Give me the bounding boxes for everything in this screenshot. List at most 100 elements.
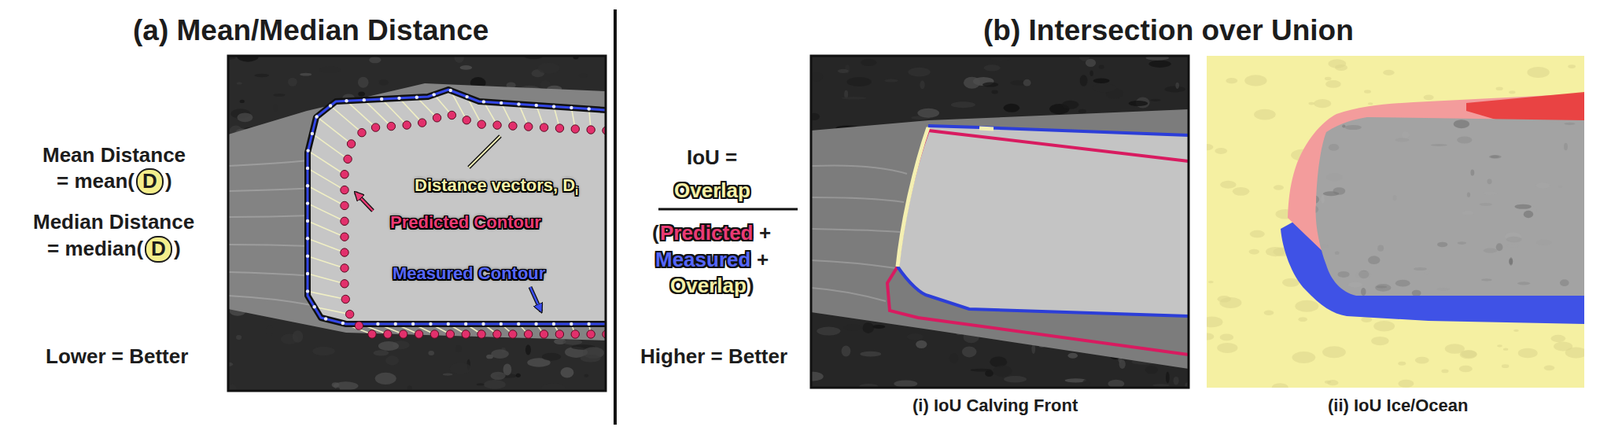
texture-spot — [1284, 145, 1301, 148]
texture-spot — [239, 99, 245, 104]
distance-vector — [307, 185, 345, 206]
leader-line — [468, 136, 501, 168]
texture-spot — [893, 379, 918, 388]
texture-spot — [1232, 187, 1250, 196]
distance-vector — [307, 256, 345, 269]
texture-spot — [1332, 319, 1342, 328]
texture-spot — [1413, 267, 1427, 271]
panel-caption: (i) IoU Calving Front — [912, 395, 1078, 416]
glacier-band — [811, 109, 1189, 369]
predicted-point — [357, 129, 366, 137]
flow-lines — [811, 165, 907, 302]
texture-spot — [1356, 78, 1367, 84]
callout-label: Predicted Contour — [390, 212, 542, 233]
texture-spot — [1395, 138, 1410, 143]
texture-spot — [1533, 207, 1538, 214]
measured-point — [552, 104, 556, 108]
distance-vector — [308, 151, 345, 175]
texture-spot — [1244, 229, 1253, 235]
measured-point — [516, 322, 520, 326]
distance-vector — [312, 133, 348, 159]
measured-point — [305, 201, 310, 205]
texture-spot — [1483, 248, 1498, 254]
predicted-point — [586, 330, 595, 339]
predicted-point — [508, 330, 517, 339]
texture-spot — [1068, 353, 1079, 359]
texture-spot — [1489, 300, 1495, 306]
texture-spot — [455, 345, 462, 353]
distance-vector — [307, 168, 345, 191]
texture-spot — [843, 324, 862, 332]
leader-arrow — [530, 287, 542, 312]
image-ground — [228, 55, 606, 391]
texture-spot — [1328, 143, 1339, 152]
texture-spot — [1344, 382, 1356, 388]
predicted-point — [383, 330, 392, 339]
measured-point — [324, 317, 328, 321]
texture-spot — [1242, 191, 1261, 197]
formula-part: + — [756, 248, 769, 273]
predicted-point — [340, 185, 349, 194]
texture-spot — [1315, 372, 1320, 380]
highlight-badge: D — [144, 235, 173, 263]
texture-spot — [378, 341, 399, 351]
texture-spot — [1206, 150, 1213, 154]
texture-spot — [1489, 154, 1502, 159]
measured-point — [481, 322, 485, 326]
texture-spot — [1547, 55, 1561, 60]
predicted-point — [555, 124, 564, 133]
texture-spot — [1206, 332, 1214, 340]
predicted-point — [346, 140, 355, 148]
texture-spot — [1498, 61, 1503, 67]
formula-term: Overlap — [670, 274, 747, 299]
texture-spot — [1462, 210, 1474, 215]
predicted-point — [345, 309, 354, 318]
texture-spot — [1453, 119, 1470, 129]
texture-spot — [1496, 86, 1504, 91]
metric-name: Mean Distance — [42, 143, 186, 168]
texture-spot — [1175, 82, 1180, 89]
texture-spot — [1503, 348, 1508, 351]
texture-spot — [1324, 380, 1331, 384]
texture-spot — [1307, 358, 1317, 362]
formula-part: = mean( — [56, 169, 135, 194]
texture-spot — [1249, 81, 1262, 88]
texture-spot — [1360, 317, 1372, 323]
texture-spot — [1214, 139, 1221, 144]
texture-spot — [860, 58, 877, 67]
measured-point — [305, 236, 310, 240]
texture-spot — [1527, 303, 1536, 312]
texture-spot — [884, 79, 899, 83]
texture-spot — [1448, 110, 1454, 116]
predicted-point — [586, 125, 595, 134]
texture-spot — [1470, 169, 1475, 176]
texture-spot — [841, 345, 852, 357]
predicted-point — [402, 121, 411, 130]
texture-spot — [1479, 202, 1493, 207]
texture-spot — [1249, 230, 1265, 238]
measured-point — [362, 98, 366, 102]
texture-spot — [1514, 204, 1532, 210]
measured-point — [328, 103, 332, 107]
texture-spot — [1145, 365, 1158, 375]
texture-spot — [1219, 297, 1242, 309]
texture-spot — [1360, 287, 1367, 296]
texture-spot — [460, 65, 473, 71]
texture-spot — [1373, 320, 1395, 332]
measured-point — [305, 272, 310, 276]
texture-spot — [1367, 102, 1373, 105]
texture-spot — [1304, 335, 1317, 339]
texture-spot — [1415, 357, 1430, 365]
texture-spot — [379, 79, 389, 86]
predicted-point — [340, 232, 349, 241]
texture-spot — [1506, 236, 1523, 244]
texture-spot — [1360, 55, 1365, 62]
texture-spot — [949, 353, 959, 363]
predicted-point — [343, 154, 352, 163]
texture-spot — [272, 93, 285, 97]
predicted-point — [539, 330, 548, 339]
formula-part: ( — [652, 221, 660, 246]
texture-spot — [1458, 55, 1474, 60]
texture-spot — [1080, 74, 1088, 86]
